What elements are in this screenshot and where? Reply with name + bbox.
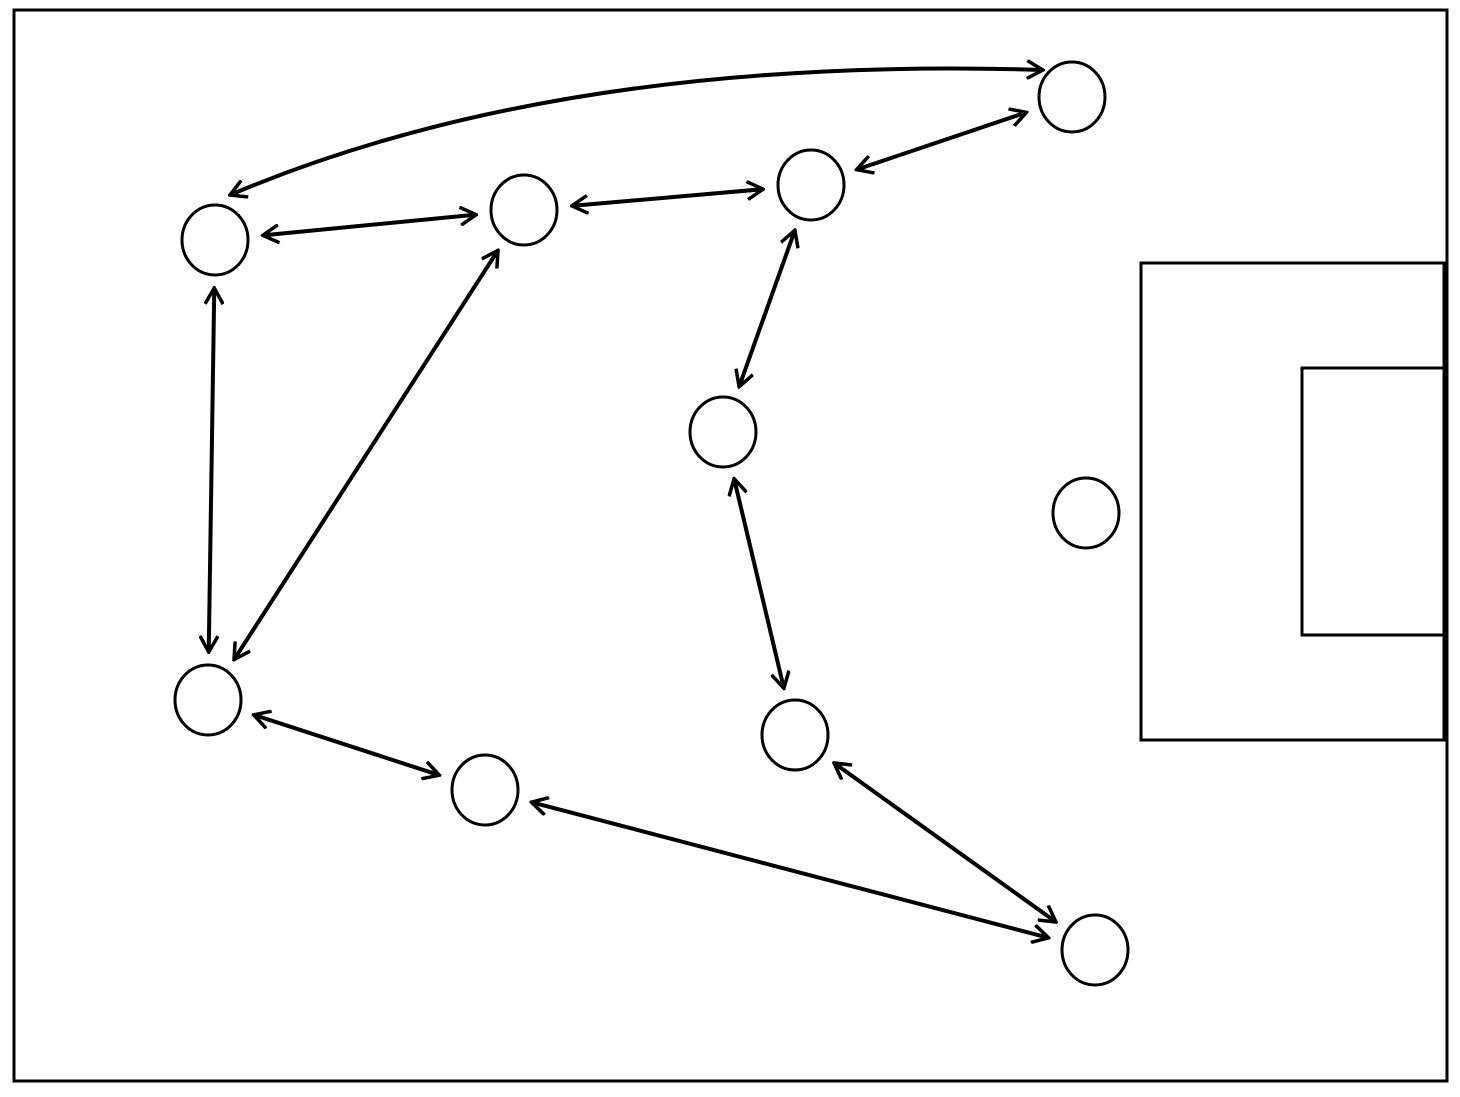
player-node-p3 [776, 148, 846, 222]
pass-arrow-p9-p10 [834, 763, 1056, 922]
pass-arrow-p2-p7 [234, 250, 498, 659]
player-node-p1 [180, 203, 250, 277]
pass-arrow-p5-p9 [734, 479, 784, 689]
player-node-p10 [1060, 913, 1130, 987]
pass-arrow-p1-p4 [230, 69, 1043, 195]
player-node-p4 [1037, 60, 1107, 134]
pass-arrow-p1-p7 [209, 288, 215, 652]
pass-arrow-p2-p3 [572, 189, 763, 206]
player-node-p9 [760, 698, 830, 772]
player-node-p8 [450, 753, 520, 827]
player-node-p6 [1051, 476, 1121, 550]
pass-arrow-p7-p8 [254, 715, 440, 775]
goal-box [1300, 366, 1446, 637]
penalty-box [1139, 261, 1446, 742]
player-node-p5 [688, 395, 758, 469]
player-node-p2 [489, 173, 559, 247]
pass-arrow-p1-p2 [263, 215, 476, 236]
pass-arrow-p3-p4 [856, 112, 1026, 169]
pitch-boundary [12, 8, 1449, 1083]
player-node-p7 [173, 663, 243, 737]
pass-arrow-p8-p10 [531, 802, 1048, 938]
pass-arrow-p3-p5 [739, 230, 795, 387]
